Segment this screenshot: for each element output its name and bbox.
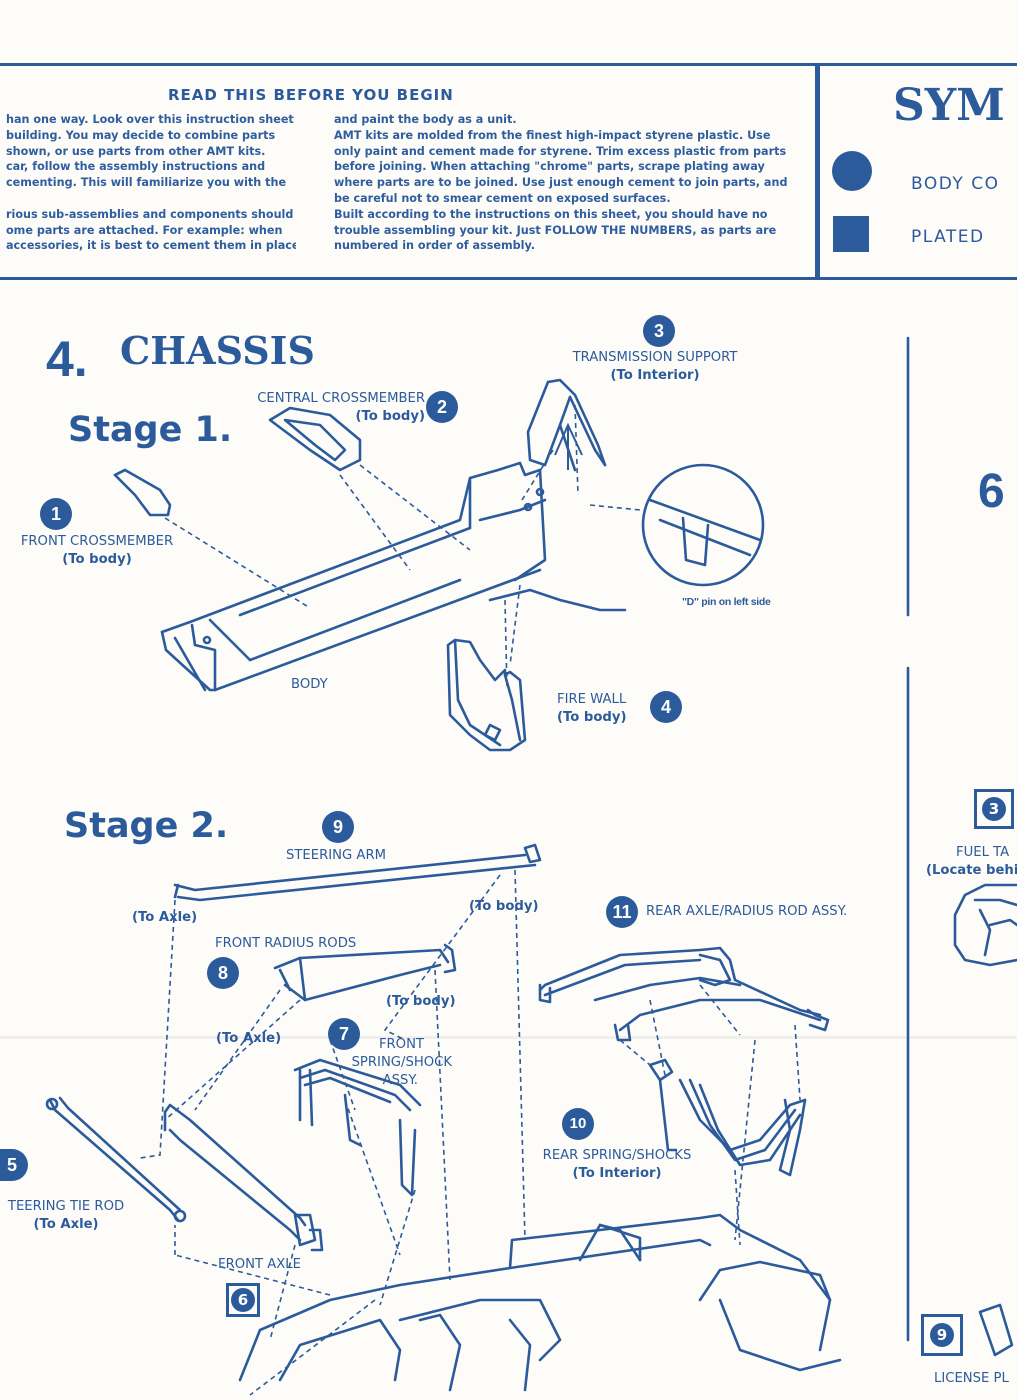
part-6-number: 6 <box>231 1288 255 1312</box>
paper-fold <box>0 1036 1017 1039</box>
part-10-badge: 10 <box>562 1108 594 1140</box>
stage-1-title: Stage 1. <box>68 410 233 450</box>
right-part-3-number: 3 <box>982 797 1006 821</box>
part-2-name: CENTRAL CROSSMEMBER <box>257 391 425 406</box>
part-4-label: FIRE WALL (To body) <box>557 691 626 727</box>
intro-line: and paint the body as a unit. <box>334 113 517 126</box>
part-4-sub: (To body) <box>557 710 627 725</box>
intro-line: ome parts are attached. For example: whe… <box>6 223 283 237</box>
intro-column-2: and paint the body as a unit. AMT kits a… <box>334 112 804 254</box>
part-5-badge: 5 <box>0 1149 28 1181</box>
section-number: 4. <box>46 331 88 387</box>
part-7-badge: 7 <box>328 1018 360 1050</box>
right-section-number: 6 <box>978 465 1005 518</box>
part-3-label: TRANSMISSION SUPPORT (To Interior) <box>563 349 747 385</box>
intro-title: READ THIS BEFORE YOU BEGIN <box>168 86 454 104</box>
part-7-name-2: SPRING/SHOCK <box>351 1055 452 1070</box>
part-11-badge: 11 <box>606 896 638 928</box>
part-8-label: FRONT RADIUS RODS <box>215 936 357 951</box>
intro-line: numbered in order of assembly. <box>334 239 536 253</box>
body-color-symbol <box>832 151 872 191</box>
part-11-label: REAR AXLE/RADIUS ROD ASSY. <box>646 904 848 919</box>
intro-line: shown, or use parts from other AMT kits. <box>6 144 266 158</box>
intro-line: car, follow the assembly instructions an… <box>6 160 266 174</box>
intro-column-1: han one way. Look over this instruction … <box>6 112 296 254</box>
intro-box <box>0 63 1017 280</box>
plated-label: PLATED <box>911 227 985 247</box>
part-2-badge: 2 <box>426 391 458 423</box>
d-pin-note: "D" pin on left side <box>682 596 771 608</box>
symbols-title: SYM <box>893 80 1005 131</box>
part-1-badge: 1 <box>40 498 72 530</box>
part-6-badge: 6 <box>226 1283 260 1317</box>
part-1-name: FRONT CROSSMEMBER <box>20 534 174 549</box>
intro-line: trouble assembling your kit. Just FOLLOW… <box>334 223 777 237</box>
part-4-name: FIRE WALL <box>557 692 627 707</box>
part-9-badge: 9 <box>322 811 354 843</box>
intro-line: only paint and cement made for styrene. … <box>334 144 787 158</box>
right-part-9-badge: 9 <box>921 1314 963 1356</box>
intro-divider <box>817 63 820 280</box>
part-5-sub: (To Axle) <box>33 1217 99 1232</box>
part-9-label: STEERING ARM <box>286 848 386 863</box>
to-body-label-1: (To body) <box>469 899 539 914</box>
intro-line: building. You may decide to combine part… <box>6 128 276 142</box>
part-1-sub: (To body) <box>62 552 132 567</box>
intro-line: where parts are to be joined. Use just e… <box>334 176 788 190</box>
part-10-sub: (To Interior) <box>572 1166 662 1181</box>
intro-line: accessories, it is best to cement them i… <box>6 239 296 253</box>
right-part-3-name: FUEL TA <box>956 845 1010 860</box>
body-label: BODY <box>291 677 328 692</box>
to-axle-label-1: (To Axle) <box>132 910 198 925</box>
part-5-name: TEERING TIE ROD <box>7 1199 125 1214</box>
part-8-badge: 8 <box>207 957 239 989</box>
part-2-label: CENTRAL CROSSMEMBER (To body) <box>245 390 425 426</box>
intro-line: rious sub-assemblies and components shou… <box>6 207 294 221</box>
section-title: CHASSIS <box>120 328 315 373</box>
part-4-badge: 4 <box>650 691 682 723</box>
part-10-name: REAR SPRING/SHOCKS <box>542 1148 692 1163</box>
part-7-name-3: ASSY. <box>382 1073 418 1088</box>
intro-line: AMT kits are molded from the finest high… <box>334 128 771 142</box>
right-part-3-badge: 3 <box>974 789 1014 829</box>
intro-line: Built according to the instructions on t… <box>334 207 768 221</box>
part-1-label: FRONT CROSSMEMBER (To body) <box>16 533 178 569</box>
right-part-9-label: LICENSE PL <box>934 1371 1009 1386</box>
right-part-9-number: 9 <box>930 1323 954 1347</box>
intro-line: han one way. Look over this instruction … <box>6 113 294 126</box>
right-part-3-sub: (Locate behin <box>926 863 1017 878</box>
intro-line: cementing. This will familiarize you wit… <box>6 176 287 190</box>
part-7-name-1: FRONT <box>378 1037 424 1052</box>
intro-line: before joining. When attaching "chrome" … <box>334 160 765 174</box>
to-axle-label-2: (To Axle) <box>216 1031 282 1046</box>
part-2-sub: (To body) <box>355 409 425 424</box>
intro-line: be careful not to smear cement on expose… <box>334 191 671 205</box>
part-10-label: REAR SPRING/SHOCKS (To Interior) <box>534 1147 700 1183</box>
right-part-3-label: FUEL TA (Locate behin <box>926 844 1017 880</box>
to-body-label-2: (To body) <box>386 994 456 1009</box>
part-3-name: TRANSMISSION SUPPORT <box>572 350 738 365</box>
part-5-label: TEERING TIE ROD (To Axle) <box>0 1198 132 1234</box>
part-3-badge: 3 <box>643 315 675 347</box>
part-7-label: FRONT SPRING/SHOCK ASSY. <box>336 1036 454 1090</box>
plated-symbol <box>833 216 869 252</box>
symbol-box-border <box>815 63 817 280</box>
body-color-label: BODY CO <box>911 174 1000 194</box>
part-3-sub: (To Interior) <box>610 368 700 383</box>
stage-2-title: Stage 2. <box>64 806 229 846</box>
part-6-label: FRONT AXLE <box>218 1257 301 1272</box>
